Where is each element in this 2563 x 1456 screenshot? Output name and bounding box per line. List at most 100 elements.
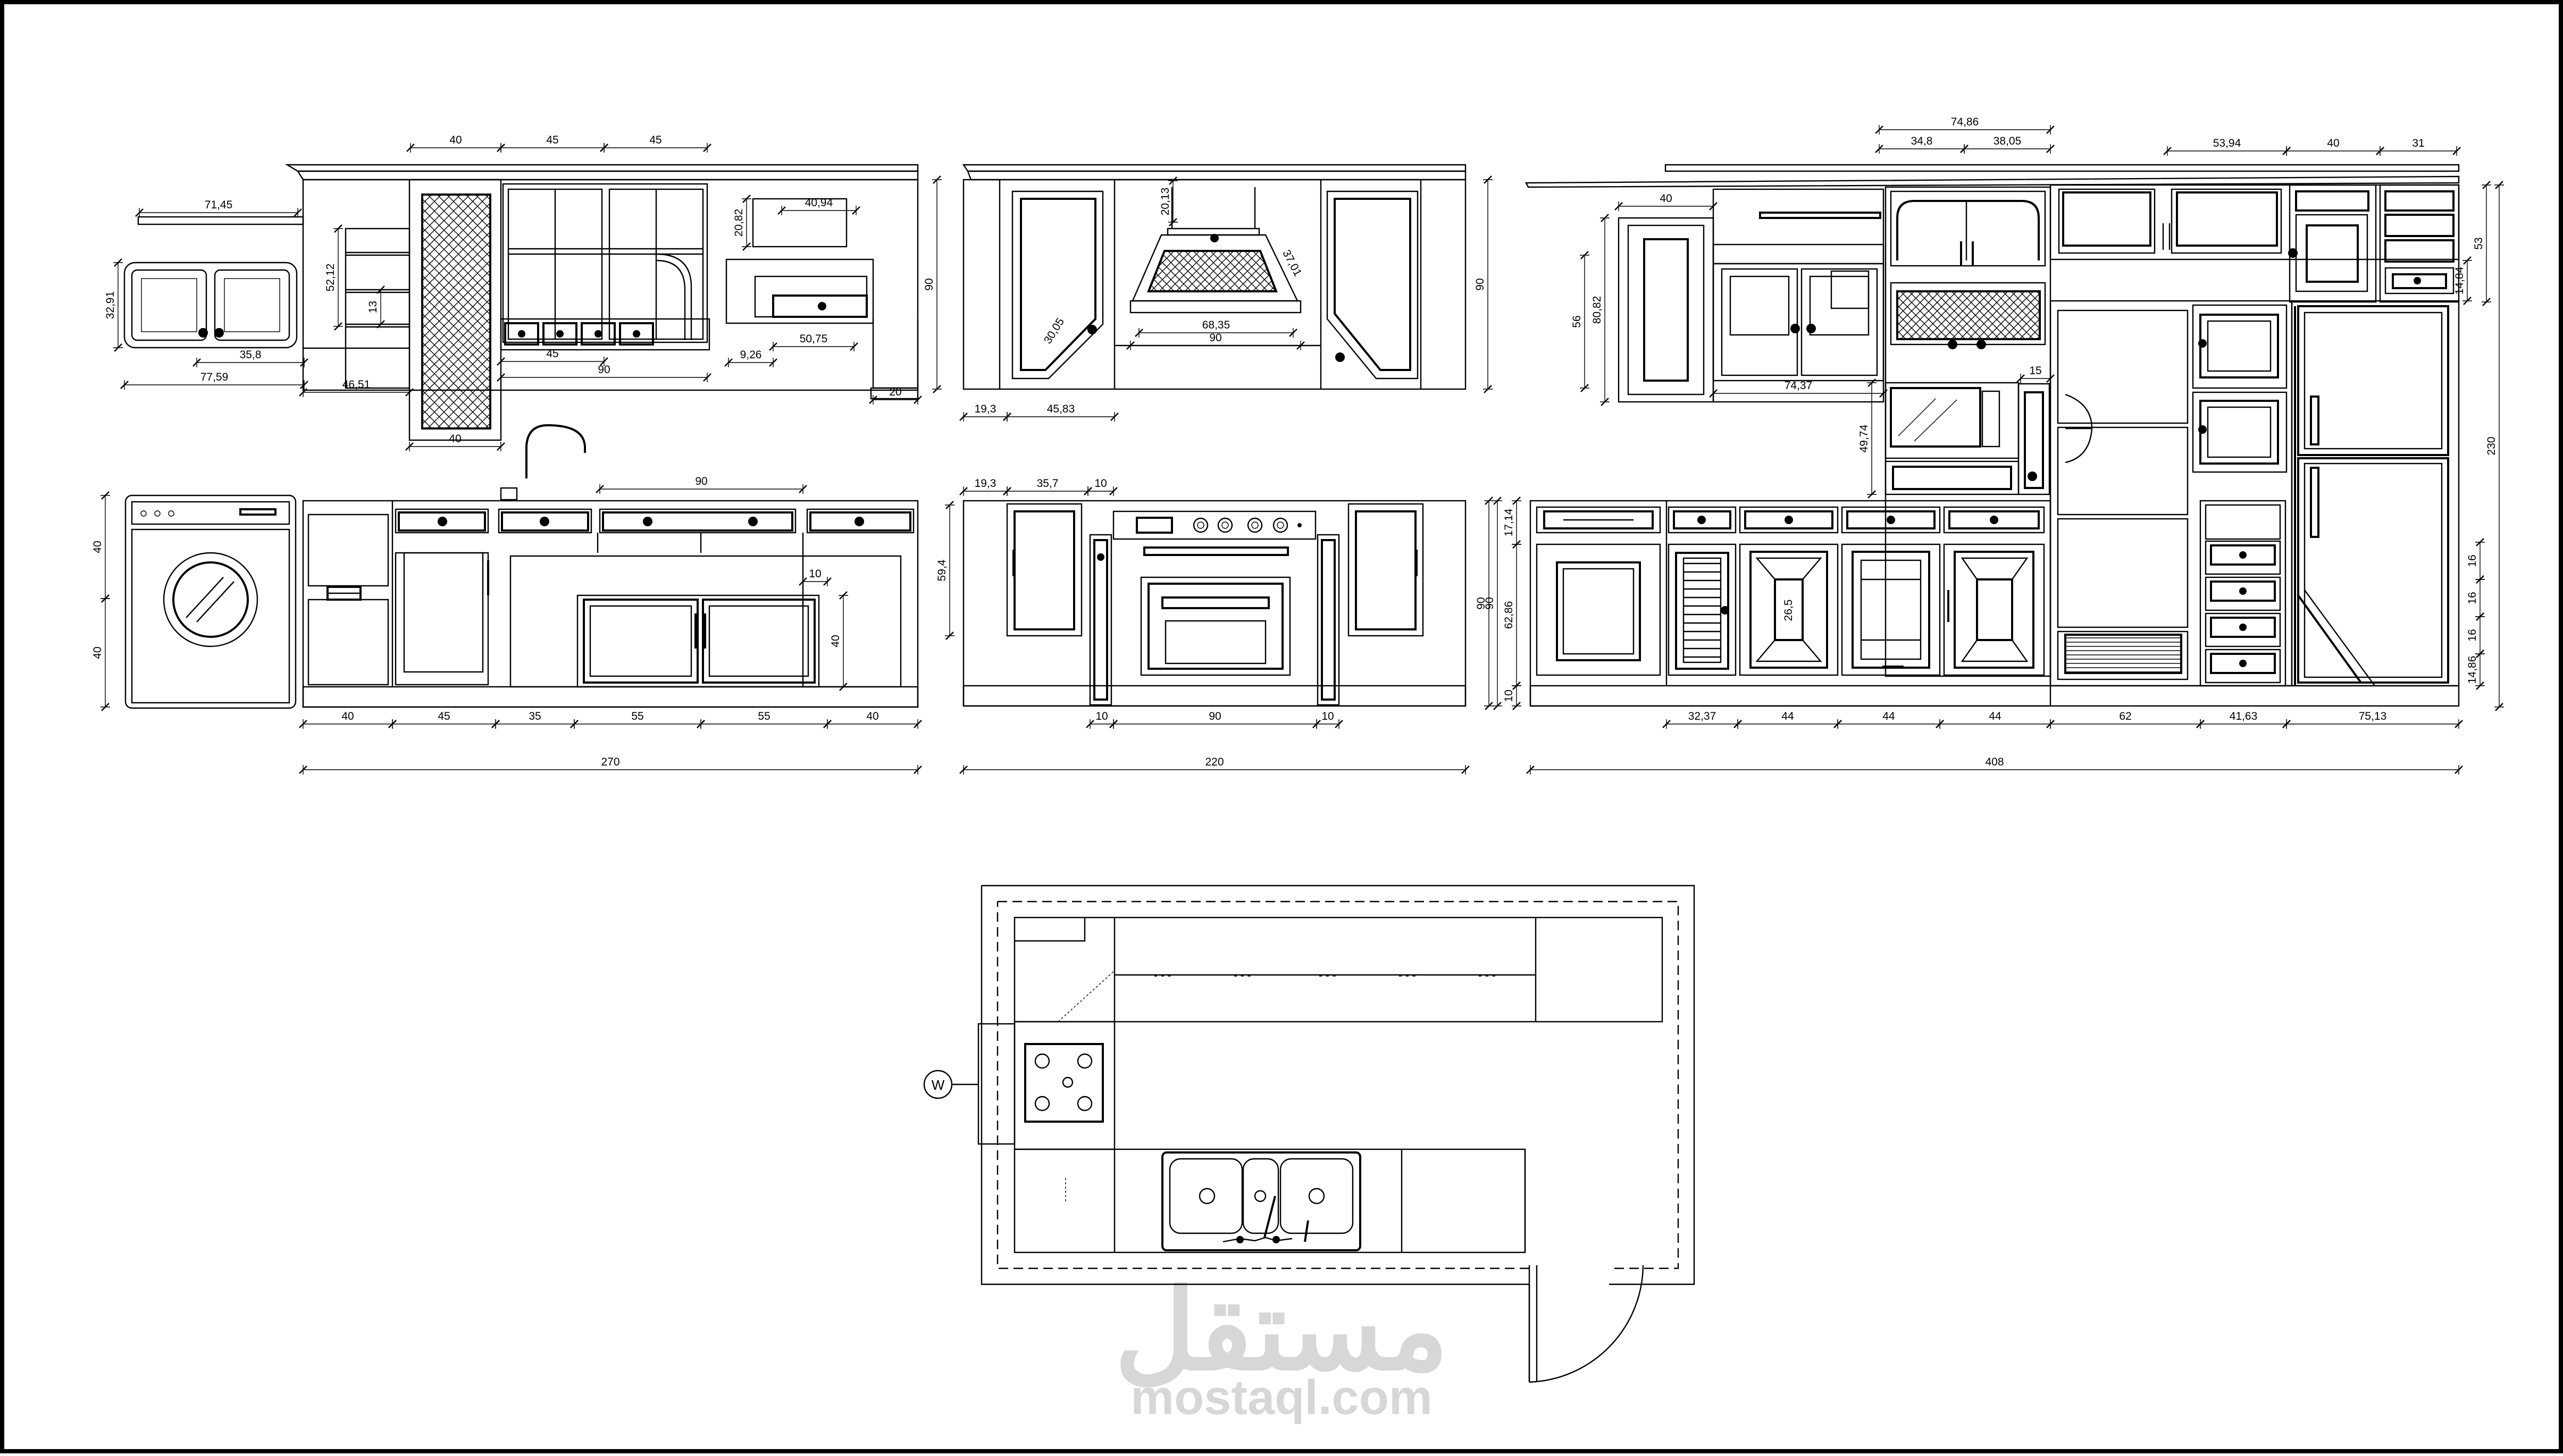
dim-gap-small-label: 10 xyxy=(809,568,821,580)
plan-top-counter xyxy=(1014,916,1663,1023)
dim-column-width: 40 xyxy=(405,433,505,451)
dim-left-total-label: 270 xyxy=(601,756,619,768)
dim-left-total: 270 xyxy=(299,756,922,775)
dim-right-cab-height-a: 56 xyxy=(1571,251,1589,392)
dim-washer-lower-label: 40 xyxy=(91,646,104,659)
oven xyxy=(1140,576,1291,676)
dim-shelf-gap-label: 13 xyxy=(367,301,379,313)
dim-right-upper-c-label: 31 xyxy=(2412,137,2424,149)
dim-right-16a-label: 16 xyxy=(2466,554,2478,567)
dim-column-offset-label: 46,51 xyxy=(342,378,371,391)
dim-wall-cab-height-label: 32,91 xyxy=(104,291,116,319)
dim-shelf-width-label: 71,45 xyxy=(205,199,233,211)
dim-hood-total-label: 90 xyxy=(1209,332,1221,344)
dim-left-top-3: 45 xyxy=(600,134,711,153)
plan-cooktop xyxy=(1024,1043,1104,1123)
dim-right-base-90: 90 xyxy=(1484,496,1502,710)
floor-plan: - - - - - - - - - - - - - - - W xyxy=(923,885,1695,1383)
dim-wall-cab-width: 35,8 xyxy=(192,349,308,367)
watermark: مستقل mostaql.com xyxy=(1115,1268,1448,1425)
dim-right-upper-span: 74,37 xyxy=(1709,380,1888,398)
dim-right-base-1714: 17,14 xyxy=(1503,496,1521,549)
dim-right-upper: 53,94 xyxy=(2163,137,2291,156)
dim-center-side-height-label: 90 xyxy=(1475,597,1487,609)
dim-washer-lower: 40 xyxy=(91,594,110,711)
svg-text:- - -: - - - xyxy=(1319,970,1336,982)
dim-right-top-b: 38,05 xyxy=(1960,135,2055,154)
dim-center-left-span: 45,83 xyxy=(1003,403,1119,422)
dim-right-bottom-4: 62 xyxy=(2046,710,2205,729)
dim-right-upper-label: 53,94 xyxy=(2213,137,2241,149)
dim-drawer-width-label: 50,75 xyxy=(800,333,828,345)
dim-right-bottom-0-label: 32,37 xyxy=(1688,710,1716,722)
dim-left-bottom-5: 40 xyxy=(823,710,922,729)
dim-right-base-10: 10 xyxy=(1503,681,1521,710)
faucet xyxy=(525,424,586,478)
plan-wall-marker-label: W xyxy=(932,1077,945,1093)
dim-right-micro-gap-label: 15 xyxy=(2029,365,2041,377)
dim-right-16a: 16 xyxy=(2466,538,2485,584)
dim-center-total: 220 xyxy=(959,756,1470,775)
dim-right-bottom-6: 75,13 xyxy=(2282,710,2463,729)
dim-right-micro-height-label: 49,74 xyxy=(1858,424,1870,452)
dim-right-upper-span-label: 74,37 xyxy=(1785,380,1813,392)
dim-center-left-span-label: 45,83 xyxy=(1047,403,1075,415)
dim-center-upper-height-label: 90 xyxy=(1474,278,1486,290)
dim-right-cab-height-b: 80,82 xyxy=(1591,214,1610,406)
dim-center-base-offset: 19,3 xyxy=(959,477,1011,496)
dim-washer-upper: 40 xyxy=(91,491,110,603)
dim-center-bottom-mid-label: 90 xyxy=(1209,710,1221,722)
dim-shelf-gap: 13 xyxy=(367,285,386,329)
dim-wall-cab-height: 32,91 xyxy=(104,258,123,352)
dim-base-top: 90 xyxy=(596,475,807,494)
dim-hood-top: 20,13 xyxy=(1159,176,1178,226)
dim-panel-width-label: 40,94 xyxy=(805,197,833,209)
dim-right-side-53: 53 xyxy=(2473,181,2491,306)
dim-left-bottom-1-label: 45 xyxy=(438,710,450,722)
watermark-latin: mostaql.com xyxy=(1130,1370,1432,1425)
svg-text:- - -: - - - xyxy=(1234,970,1251,982)
dim-center-base-height-label: 59,4 xyxy=(936,559,948,581)
dim-right-16b-label: 16 xyxy=(2466,592,2478,604)
elevation-center xyxy=(962,164,1467,707)
dim-panel-width: 40,94 xyxy=(777,197,860,215)
dim-left-bottom-3: 55 xyxy=(570,710,705,729)
dim-center-base-door-label: 35,7 xyxy=(1037,477,1059,490)
dim-center-bottom-right-label: 10 xyxy=(1321,710,1334,722)
dim-left-top-2-label: 45 xyxy=(546,134,558,146)
dim-right-side-1484-label: 14,84 xyxy=(2453,266,2466,294)
dim-center-bottom-left: 10 xyxy=(1086,710,1118,729)
dim-right-top-b-label: 38,05 xyxy=(1994,135,2022,147)
dim-pocket: 9,26 xyxy=(724,349,777,367)
dim-right-1486-label: 14,86 xyxy=(2466,656,2478,684)
dim-right-cab-height-a-label: 56 xyxy=(1571,315,1583,327)
dim-right-cab-width-label: 40 xyxy=(1660,192,1672,205)
dim-right-tall-height: 230 xyxy=(2485,181,2504,711)
dim-right-cab-width: 40 xyxy=(1614,192,1718,211)
dim-right-base-6286-label: 62,86 xyxy=(1503,601,1515,629)
dim-center-upper-height: 90 xyxy=(1474,175,1493,393)
dim-left-bottom-4-label: 55 xyxy=(758,710,770,722)
dim-shelf-width: 71,45 xyxy=(135,199,302,217)
dim-center-base-offset-label: 19,3 xyxy=(975,477,996,490)
dim-center-bottom-mid: 90 xyxy=(1109,710,1321,729)
dim-display-width-label: 45 xyxy=(546,348,558,360)
dim-washer-upper-label: 40 xyxy=(91,541,104,553)
dim-center-left-offset-label: 19,3 xyxy=(975,403,996,415)
dim-column-width-label: 40 xyxy=(449,433,461,445)
dim-right-upper-b-label: 40 xyxy=(2327,137,2339,149)
dim-base-top-label: 90 xyxy=(695,475,707,487)
elevation-left xyxy=(123,164,919,709)
dim-display-width: 45 xyxy=(497,348,608,366)
refrigerator xyxy=(2291,300,2460,687)
dim-shelf-height: 52,12 xyxy=(324,224,343,331)
dim-center-base-gap-label: 10 xyxy=(1094,477,1107,490)
watermark-arabic: مستقل xyxy=(1115,1268,1448,1393)
dim-right-16c-label: 16 xyxy=(2466,629,2478,641)
long-shelf xyxy=(137,216,304,225)
dim-right-bottom-3-label: 44 xyxy=(1989,710,2001,722)
